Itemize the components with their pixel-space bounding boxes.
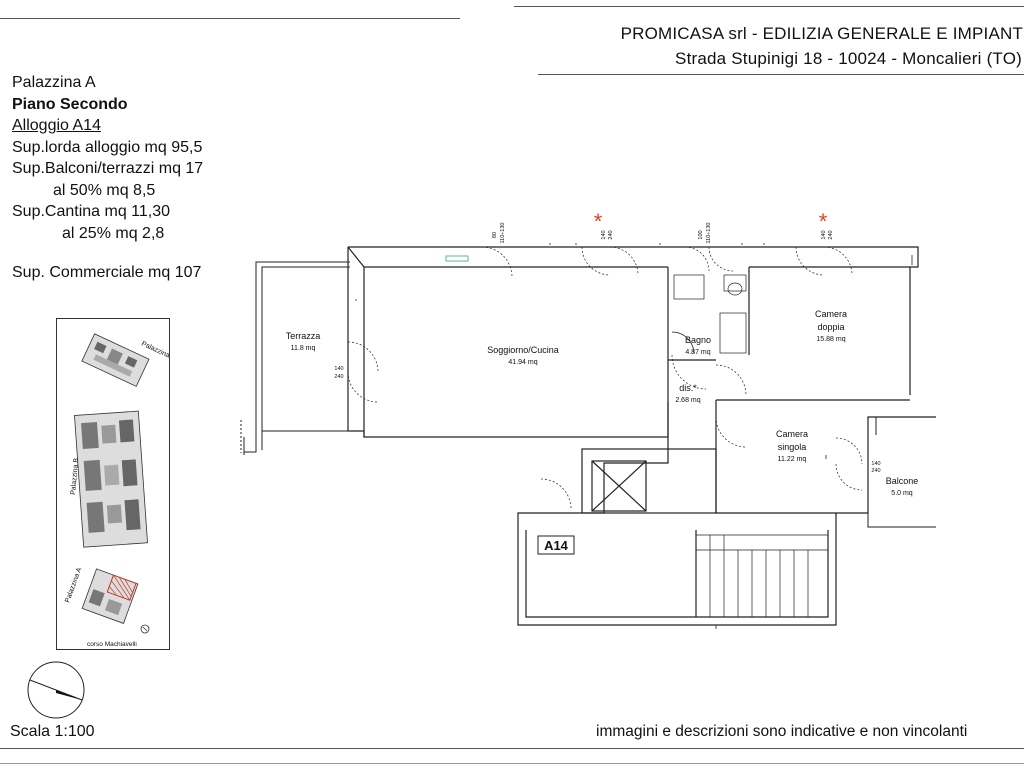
camera-singola-label-1: Camera xyxy=(776,429,808,439)
balconies-area: Sup.Balconi/terrazzi mq 17 xyxy=(12,160,204,177)
company-name: PROMICASA srl - EDILIZIA GENERALE E IMPI… xyxy=(620,24,1024,43)
dim-terrazza-1: 140 xyxy=(334,366,343,372)
header-underline xyxy=(538,74,1024,75)
company-address: Strada Stupinigi 18 - 10024 - Moncalieri… xyxy=(675,49,1022,68)
unit-info: Palazzina A Piano Secondo Alloggio A14 S… xyxy=(12,72,203,284)
scale-label: Scala 1:100 xyxy=(10,723,95,740)
bathroom-fixtures xyxy=(671,274,747,355)
camera-singola-label-2: singola xyxy=(778,442,807,452)
soggiorno-label: Soggiorno/Cucina xyxy=(487,345,559,355)
key-plan: Palazzina C Palazzina B Palazzina A cors… xyxy=(56,318,177,650)
camera-singola-area: 11.22 mq xyxy=(778,456,807,463)
building-label: Palazzina A xyxy=(12,74,96,91)
key-plan-label-b: Palazzina B xyxy=(70,457,80,495)
terrazza-label: Terrazza xyxy=(286,331,321,341)
dim-window-1: 80 xyxy=(492,232,498,238)
svg-text:*: * xyxy=(819,209,828,234)
cellar-25: al 25% mq 2,8 xyxy=(62,224,165,242)
dim-balcone-2: 240 xyxy=(871,468,880,474)
key-plan-north-icon xyxy=(140,624,150,634)
key-plan-building-a xyxy=(81,568,139,624)
key-plan-label-a: Palazzina A xyxy=(64,567,83,604)
soggiorno-area: 41.94 mq xyxy=(508,359,537,366)
top-frame-line xyxy=(0,18,460,19)
door-swings xyxy=(347,246,863,510)
bottom-frame-line xyxy=(0,748,1024,749)
apartment-walls xyxy=(347,246,936,626)
camera-doppia-area: 15.88 mq xyxy=(816,336,845,343)
terrazza-room xyxy=(240,261,350,455)
dim-window-4b: 240 xyxy=(828,230,834,239)
balcone-label: Balcone xyxy=(886,476,919,486)
bottom-frame-line-2 xyxy=(0,763,1024,764)
key-plan-building-c xyxy=(81,333,150,387)
key-plan-building-b xyxy=(74,410,148,548)
dim-window-2: 140 xyxy=(601,230,607,239)
floor-label: Piano Secondo xyxy=(12,95,128,113)
radiator-icon xyxy=(445,255,469,262)
floor-plan: * * Terrazza 11.8 mq Soggiorno/Cucina 41… xyxy=(236,205,936,640)
terrazza-area: 11.8 mq xyxy=(291,345,316,352)
camera-doppia-label-1: Camera xyxy=(815,309,847,319)
bagno-label: Bagno xyxy=(685,335,711,345)
compass-icon xyxy=(26,660,86,725)
dim-window-4: 140 xyxy=(821,230,827,239)
balcone-area: 5.0 mq xyxy=(891,490,913,497)
commercial-area: Sup. Commerciale mq 107 xyxy=(12,264,202,281)
stairs xyxy=(696,534,828,617)
dis-area: 2.68 mq xyxy=(675,397,700,404)
balconies-50: al 50% mq 8,5 xyxy=(53,181,156,199)
dim-terrazza-2: 240 xyxy=(334,374,343,380)
dim-window-1b: 110÷130 xyxy=(500,223,506,244)
key-plan-street: corso Machiavelli xyxy=(87,641,137,648)
gross-area: Sup.lorda alloggio mq 95,5 xyxy=(12,138,203,156)
cellar-area: Sup.Cantina mq 11,30 xyxy=(12,203,171,220)
disclaimer: immagini e descrizioni sono indicative e… xyxy=(596,723,968,740)
bagno-area: 4.87 mq xyxy=(685,349,710,356)
dim-window-3: 100 xyxy=(698,230,704,239)
dis-label: dis.* xyxy=(679,383,697,393)
unit-tag-box xyxy=(537,535,575,555)
dim-window-2b: 240 xyxy=(608,230,614,239)
dim-balcone-1: 140 xyxy=(871,461,880,467)
unit-tag: A14 xyxy=(544,538,569,553)
wall-ticks xyxy=(355,243,913,629)
top-frame-line-right xyxy=(514,6,1024,7)
dim-window-3b: 110÷130 xyxy=(706,223,712,244)
svg-text:*: * xyxy=(594,209,603,234)
unit-label: Alloggio A14 xyxy=(12,117,101,134)
camera-doppia-label-2: doppia xyxy=(817,322,844,332)
balcone-room xyxy=(867,417,936,528)
